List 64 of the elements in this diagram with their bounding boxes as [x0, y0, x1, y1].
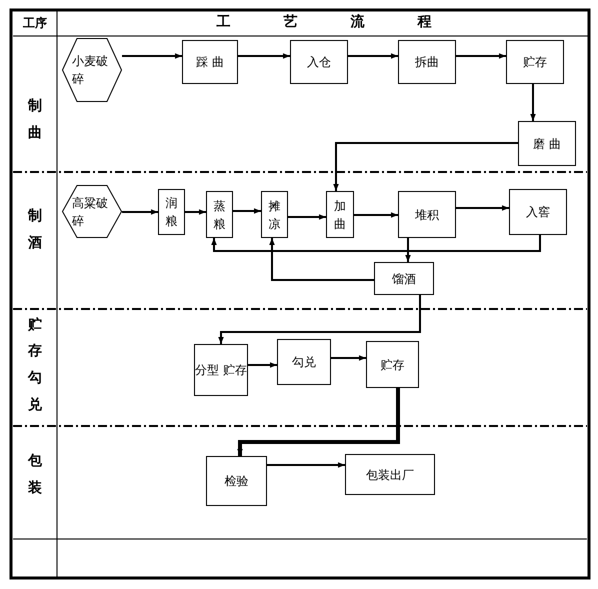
process-box: [366, 341, 419, 388]
process-box: [277, 339, 331, 385]
process-box: [261, 191, 288, 238]
process-box: [398, 191, 456, 238]
arrow: [237, 388, 400, 456]
process-box: [194, 344, 248, 396]
arrow: [333, 142, 518, 191]
arrow: [348, 53, 398, 59]
arrow: [122, 209, 158, 215]
process-box: [206, 456, 267, 506]
process-box: [374, 262, 434, 295]
node-label: 摊凉: [268, 198, 280, 232]
node-label: 包装出厂: [366, 466, 414, 484]
process-box: [509, 189, 567, 235]
node-label: 贮存: [380, 356, 404, 374]
arrow: [405, 238, 411, 262]
process-box: [182, 40, 238, 84]
row-heading: 包装: [28, 452, 42, 498]
node-label: 检验: [224, 473, 248, 490]
process-box: [290, 40, 348, 84]
arrow: [267, 462, 345, 468]
node-label: 分型 贮存: [195, 362, 247, 379]
node-label: 入仓: [307, 54, 331, 71]
node-label: 入窖: [526, 204, 550, 221]
process-box: [398, 40, 456, 84]
process-box: [206, 191, 233, 238]
node-label: 贮存: [523, 54, 547, 71]
column-heading: 工序: [23, 15, 47, 32]
node-label: 小麦破碎: [72, 53, 109, 88]
node-label: 拆曲: [415, 54, 439, 71]
node-label: 润粮: [166, 195, 178, 230]
arrow: [122, 53, 182, 59]
node-label: 蒸粮: [214, 198, 226, 232]
arrow: [248, 362, 277, 368]
arrow: [288, 214, 326, 220]
row-heading: 贮存勾兑: [28, 316, 42, 415]
process-box: [518, 121, 576, 166]
arrow: [211, 235, 541, 252]
arrow: [331, 355, 366, 361]
hexagon-node: [62, 185, 122, 238]
arrow: [238, 53, 290, 59]
table-title: 工 艺 流 程: [216, 12, 432, 32]
node-label: 高粱破碎: [72, 194, 109, 230]
arrow: [456, 205, 509, 211]
node-label: 勾兑: [292, 354, 316, 371]
arrow: [456, 53, 506, 59]
arrow: [530, 84, 536, 121]
process-box: [326, 191, 354, 238]
row-heading: 制酒: [28, 207, 42, 253]
row-heading: 制曲: [28, 97, 42, 143]
arrow: [354, 212, 398, 218]
arrow: [218, 295, 421, 344]
node-label: 踩 曲: [196, 54, 224, 71]
node-label: 加曲: [334, 198, 346, 232]
node-label: 馏酒: [392, 270, 416, 288]
process-box: [506, 40, 564, 84]
arrow: [185, 209, 206, 215]
node-label: 堆积: [415, 206, 439, 224]
hexagon-node: [62, 38, 122, 102]
process-box: [158, 189, 185, 235]
process-box: [345, 454, 435, 495]
arrow: [233, 208, 261, 214]
arrow: [269, 238, 374, 281]
node-label: 磨 曲: [533, 136, 561, 152]
